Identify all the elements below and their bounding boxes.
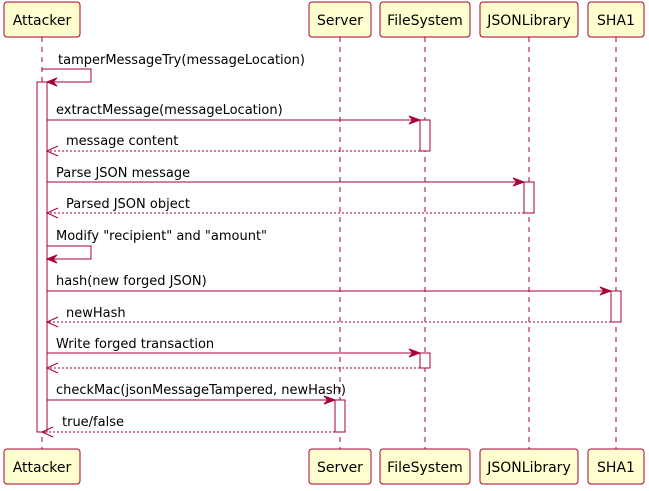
participant-attacker-bottom: Attacker <box>3 448 81 485</box>
participant-server-top: Server <box>308 1 372 38</box>
activation-filesystem-1 <box>419 119 431 152</box>
activation-jsonlibrary <box>523 181 535 214</box>
participant-filesystem-bottom: FileSystem <box>379 448 471 485</box>
participant-attacker-top: Attacker <box>3 1 81 38</box>
activation-server <box>334 399 346 433</box>
participant-jsonlibrary-top: JSONLibrary <box>479 1 579 38</box>
message-label: extractMessage(messageLocation) <box>56 103 283 118</box>
message-return: message content <box>45 134 420 157</box>
activation-attacker <box>36 81 48 433</box>
message-return: newHash <box>45 306 611 328</box>
message-label: newHash <box>66 306 126 321</box>
participant-label: SHA1 <box>597 460 635 476</box>
activation-filesystem-2 <box>419 352 431 369</box>
participant-label: JSONLibrary <box>486 13 570 29</box>
message-label: tamperMessageTry(messageLocation) <box>58 53 305 68</box>
participant-label: Attacker <box>13 13 72 29</box>
message-label: Write forged transaction <box>56 337 214 352</box>
message-label: Modify "recipient" and "amount" <box>56 229 267 244</box>
message-label: Parse JSON message <box>56 166 190 181</box>
participant-sha1-bottom: SHA1 <box>587 448 645 485</box>
participant-label: JSONLibrary <box>486 460 570 476</box>
message-label: true/false <box>62 415 124 430</box>
participant-sha1-top: SHA1 <box>587 1 645 38</box>
message-call: Write forged transaction <box>47 337 422 358</box>
message-call: hash(new forged JSON) <box>47 274 613 296</box>
message-return <box>45 362 420 374</box>
participant-label: Server <box>317 460 363 476</box>
participant-label: FileSystem <box>387 13 463 29</box>
participant-filesystem-top: FileSystem <box>379 1 471 38</box>
participant-server-bottom: Server <box>308 448 372 485</box>
message-call: Parse JSON message <box>47 166 526 187</box>
message-return: true/false <box>40 415 335 438</box>
message-self: Modify "recipient" and "amount" <box>45 229 267 264</box>
participant-label: Attacker <box>13 460 72 476</box>
message-label: message content <box>66 134 178 149</box>
message-label: Parsed JSON object <box>66 197 190 212</box>
participant-label: FileSystem <box>387 460 463 476</box>
message-return: Parsed JSON object <box>45 197 524 219</box>
activation-sha1 <box>610 290 622 323</box>
participant-label: Server <box>317 13 363 29</box>
participant-jsonlibrary-bottom: JSONLibrary <box>479 448 579 485</box>
participant-label: SHA1 <box>597 13 635 29</box>
message-self: tamperMessageTry(messageLocation) <box>42 53 305 87</box>
message-call: checkMac(jsonMessageTampered, newHash) <box>47 383 346 405</box>
message-label: checkMac(jsonMessageTampered, newHash) <box>56 383 346 398</box>
message-call: extractMessage(messageLocation) <box>47 103 422 125</box>
message-label: hash(new forged JSON) <box>56 274 207 289</box>
